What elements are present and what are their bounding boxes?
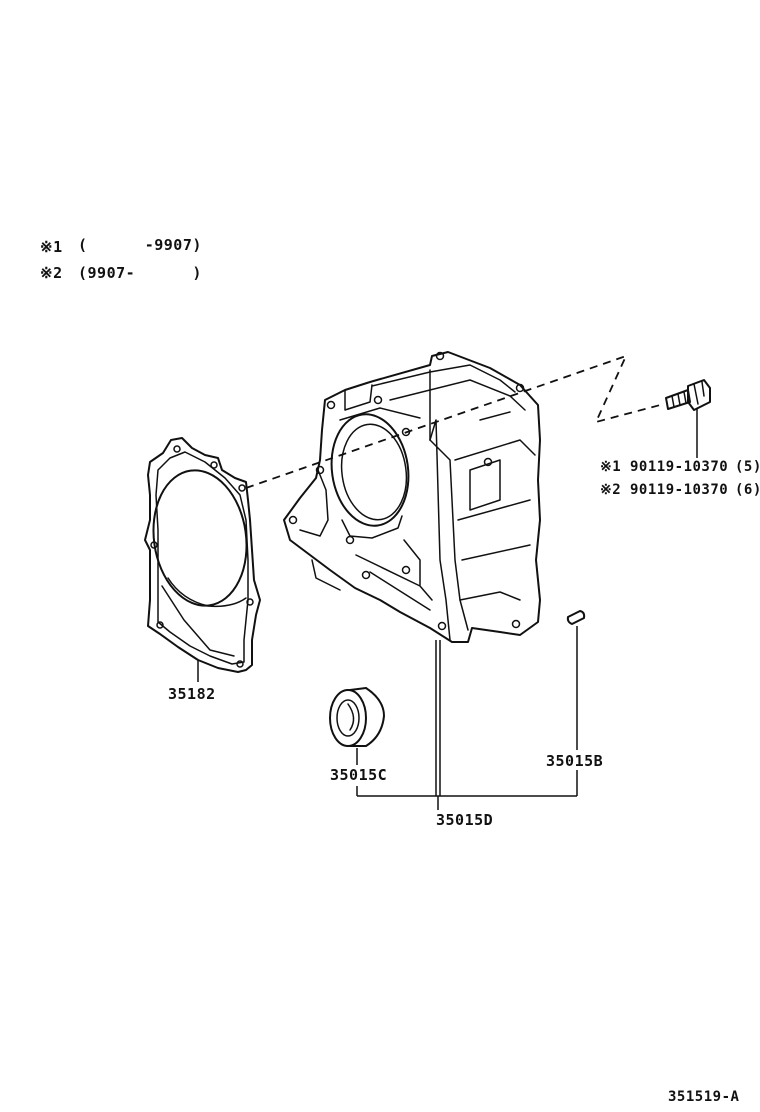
figure-code: 351519-A [668, 1089, 740, 1105]
leader-lines [197, 408, 698, 810]
bolt-callout-2-qty: (6) [735, 482, 760, 498]
note-2-mark: ※2 [40, 264, 63, 282]
extension-housing-35015D[interactable] [283, 351, 541, 643]
gasket-35182[interactable] [144, 437, 261, 673]
bolt-callout-2-mark: ※2 [600, 482, 622, 498]
part-label-assembly[interactable]: 35015D [436, 811, 494, 829]
note-1-range: ( -9907) [78, 236, 202, 254]
part-label-pin[interactable]: 35015B [546, 752, 604, 770]
oil-seal-35015C[interactable] [329, 687, 385, 747]
note-1-mark: ※1 [40, 238, 63, 256]
part-label-gasket[interactable]: 35182 [168, 685, 216, 703]
bolt-callout-1-part[interactable]: 90119-10370 [630, 459, 729, 475]
part-label-oil-seal[interactable]: 35015C [330, 766, 388, 784]
bolt-callout-1-mark: ※1 [600, 459, 622, 475]
straight-pin-35015B[interactable] [566, 610, 586, 625]
bolt-callout-1-qty: (5) [735, 459, 760, 475]
alignment-dashed-line [245, 354, 665, 489]
note-2-range: (9907- ) [78, 264, 202, 282]
bolt-callout-2-part[interactable]: 90119-10370 [630, 482, 729, 498]
bolt-90119-10370[interactable] [665, 379, 711, 411]
